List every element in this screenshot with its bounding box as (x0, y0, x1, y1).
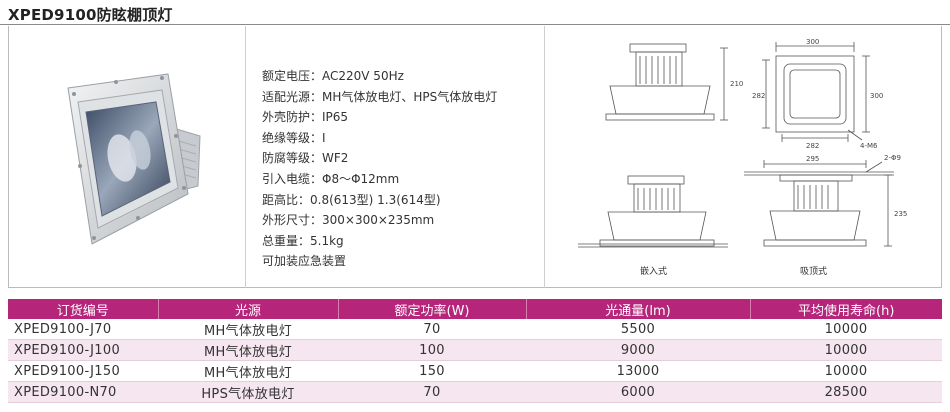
cell-lifetime: 28500 (750, 381, 942, 403)
embedded-mounting-view (578, 175, 728, 248)
cell-power: 100 (338, 339, 526, 361)
spec-emergency: 可加装应急装置 (262, 254, 347, 269)
cell-power: 70 (338, 381, 526, 403)
cell-lifetime: 10000 (750, 319, 942, 340)
product-panel (8, 26, 942, 288)
spec-dimensions: 外形尺寸：300×300×235mm (262, 213, 435, 228)
spec-ip-rating: 外壳防护：IP65 (262, 110, 349, 125)
hole-label: 4-M6 (860, 142, 878, 150)
table-row: XPED9100-J70 MH气体放电灯 70 5500 10000 (8, 319, 942, 340)
cell-lifetime: 10000 (750, 360, 942, 382)
cell-power: 70 (338, 319, 526, 340)
hole2-label: 2-Φ9 (884, 154, 901, 162)
header-power: 额定功率(W) (338, 299, 527, 319)
spec-rated-voltage: 额定电压：AC220V 50Hz (262, 69, 404, 83)
dim-235: 235 (894, 210, 907, 218)
ceiling-mount-view (744, 160, 894, 247)
table-row: XPED9100-J150 MH气体放电灯 150 13000 10000 (8, 360, 942, 382)
cell-light-source: MH气体放电灯 (158, 339, 338, 361)
dim-282-bottom: 282 (806, 142, 819, 150)
panel-divider (245, 26, 246, 288)
order-table: 订货编号 光源 额定功率(W) 光通量(lm) 平均使用寿命(h) XPED91… (8, 299, 942, 403)
spec-spacing-ratio: 距高比：0.8(613型) 1.3(614型) (262, 192, 441, 207)
cell-order-no: XPED9100-J100 (8, 339, 158, 361)
cell-order-no: XPED9100-J70 (8, 319, 158, 340)
dim-282-left: 282 (752, 92, 765, 100)
table-row: XPED9100-N70 HPS气体放电灯 70 6000 28500 (8, 381, 942, 403)
cell-power: 150 (338, 360, 526, 382)
header-light-source: 光源 (158, 299, 339, 319)
technical-drawings: 210 300 282 300 282 4-M6 295 2-Φ9 235 嵌入… (578, 38, 907, 277)
cell-order-no: XPED9100-J150 (8, 360, 158, 382)
spec-cable-entry: 引入电缆：Φ8～Φ12mm (262, 171, 400, 186)
cell-luminous-flux: 5500 (526, 319, 750, 340)
header-order-no: 订货编号 (8, 299, 159, 319)
table-header-row: 订货编号 光源 额定功率(W) 光通量(lm) 平均使用寿命(h) (8, 299, 942, 319)
title-rule (0, 24, 950, 25)
spec-anticorrosion: 防腐等级：WF2 (262, 151, 349, 166)
top-view (762, 42, 870, 142)
dim-300-top: 300 (806, 38, 819, 46)
caption-embedded: 嵌入式 (640, 265, 667, 277)
embedded-side-view (605, 43, 728, 121)
cell-light-source: MH气体放电灯 (158, 319, 338, 340)
cell-order-no: XPED9100-N70 (8, 381, 158, 403)
dim-300-right: 300 (870, 92, 883, 100)
page-title: XPED9100防眩棚顶灯 (8, 6, 173, 24)
header-luminous-flux: 光通量(lm) (526, 299, 751, 319)
product-photo (67, 73, 201, 245)
caption-ceiling: 吸顶式 (800, 265, 827, 277)
spec-list: 额定电压：AC220V 50Hz 适配光源：MH气体放电灯、HPS气体放电灯 外… (262, 66, 497, 272)
spec-light-source: 适配光源：MH气体放电灯、HPS气体放电灯 (262, 89, 498, 104)
cell-luminous-flux: 9000 (526, 339, 750, 361)
cell-luminous-flux: 6000 (526, 381, 750, 403)
dim-295: 295 (806, 155, 819, 163)
cell-lifetime: 10000 (750, 339, 942, 361)
header-lifetime: 平均使用寿命(h) (750, 299, 942, 319)
panel-divider (544, 26, 545, 288)
table-row: XPED9100-J100 MH气体放电灯 100 9000 10000 (8, 339, 942, 361)
cell-light-source: HPS气体放电灯 (158, 381, 338, 403)
spec-weight: 总重量：5.1kg (262, 233, 344, 248)
dim-210: 210 (730, 80, 743, 88)
cell-light-source: MH气体放电灯 (158, 360, 338, 382)
cell-luminous-flux: 13000 (526, 360, 750, 382)
spec-insulation-class: 绝缘等级：I (262, 130, 326, 145)
